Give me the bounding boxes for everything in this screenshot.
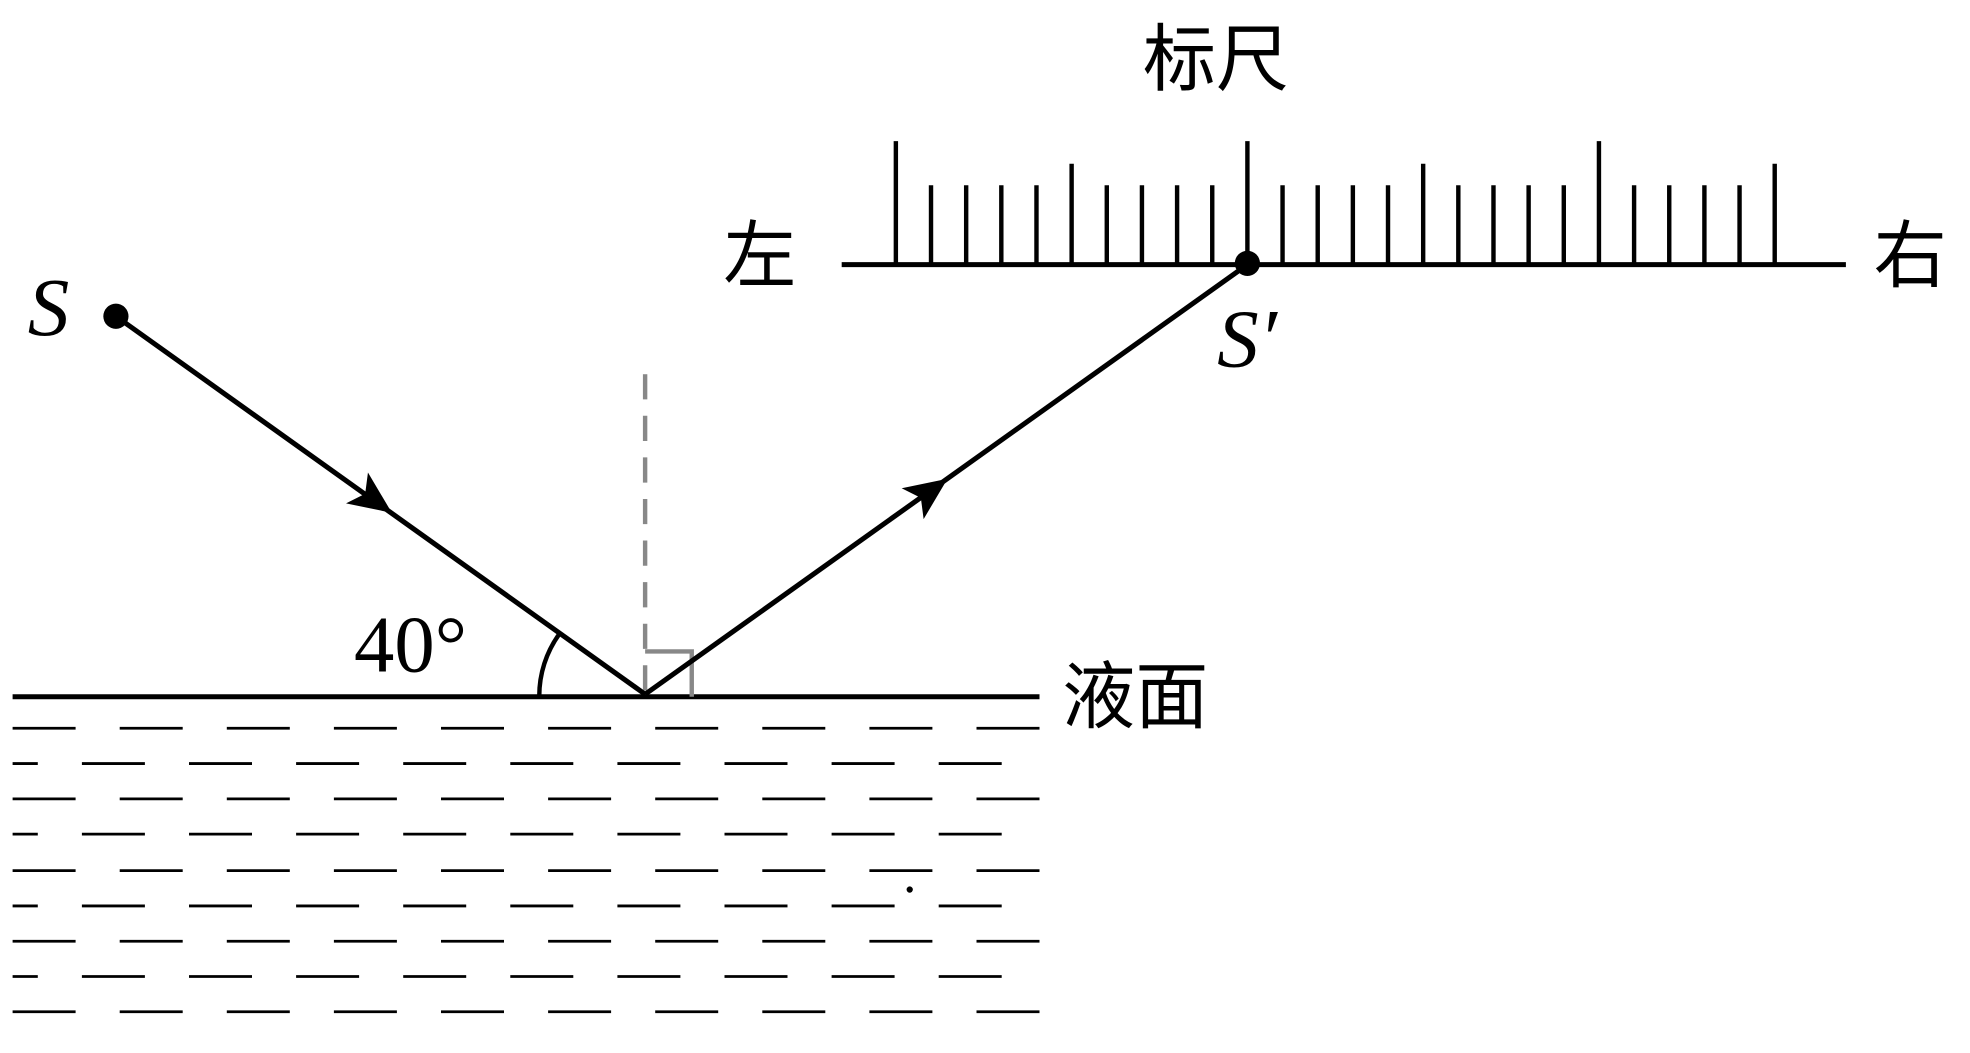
- ruler-label: 标尺: [1142, 16, 1289, 103]
- water-hatching: [12, 726, 1040, 1014]
- right-label: 右: [1873, 212, 1947, 299]
- liquid-surface-label: 液面: [1062, 653, 1209, 740]
- ruler-ticks: [893, 141, 1777, 265]
- water-speck: [906, 886, 913, 893]
- image-point-label: S′: [1217, 293, 1277, 386]
- source-label: S: [27, 262, 70, 355]
- reflected-ray-arrow: [901, 478, 948, 520]
- angle-label: 40°: [354, 599, 467, 690]
- source-point: [103, 303, 129, 329]
- incident-ray-arrow: [346, 472, 392, 513]
- angle-arc: [537, 632, 562, 697]
- right-angle-marker: [645, 649, 694, 697]
- image-point: [1234, 250, 1260, 276]
- left-label: 左: [723, 212, 797, 299]
